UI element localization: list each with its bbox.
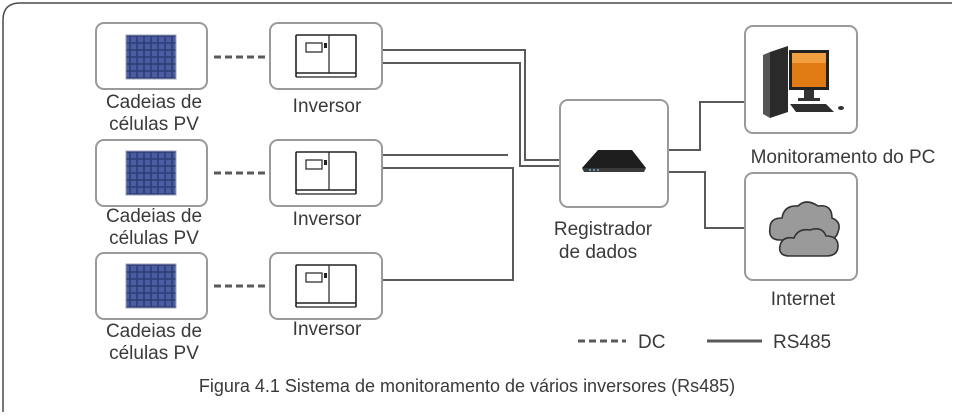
outer-frame — [2, 2, 952, 412]
pc-monitoring: Monitoramento do PC — [744, 25, 936, 168]
inverter-label: Inversor — [293, 319, 362, 340]
dc-connections — [214, 55, 270, 288]
datalogger-label-line1: Registrador — [554, 219, 653, 240]
inverter-1: Inversor — [269, 22, 383, 117]
inverter-2: Inversor — [269, 139, 383, 230]
legend-dc-label: DC — [638, 332, 665, 353]
pv-string-2: Cadeias de células PV — [95, 139, 208, 249]
pv-string-label-line1: Cadeias de — [106, 206, 202, 227]
inverter-icon — [295, 264, 357, 308]
pc-monitoring-label: Monitoramento do PC — [751, 147, 936, 168]
figure-caption: Figura 4.1 Sistema de monitoramento de v… — [199, 376, 735, 396]
inverter-3: Inversor — [269, 252, 383, 340]
inverter-label: Inversor — [293, 209, 362, 230]
inverter-icon — [295, 151, 357, 195]
legend-rs485-label: RS485 — [773, 332, 831, 353]
datalogger: Registrador de dados — [554, 99, 669, 263]
internet: Internet — [744, 172, 858, 310]
pv-string-1: Cadeias de células PV — [95, 22, 208, 135]
pv-string-label-line2: células PV — [109, 343, 199, 364]
datalogger-label-line2: de dados — [559, 242, 637, 263]
solar-panel-icon — [125, 34, 177, 80]
rs485-link-inverter-2-b — [382, 167, 514, 281]
rs485-link-inverter-1-a — [382, 49, 560, 161]
legend: DC RS485 — [578, 332, 831, 353]
solar-panel-icon — [125, 263, 177, 309]
rs485-link-inverter-1-b — [382, 62, 560, 167]
solar-panel-icon — [125, 150, 177, 196]
pv-string-label-line2: células PV — [109, 228, 199, 249]
pv-string-label-line2: células PV — [109, 114, 199, 135]
pv-string-3: Cadeias de células PV — [95, 252, 208, 364]
pv-string-label-line1: Cadeias de — [106, 321, 202, 342]
pv-string-label-line1: Cadeias de — [106, 92, 202, 113]
inverter-label: Inversor — [293, 96, 362, 117]
link-datalogger-pc — [668, 101, 745, 151]
internet-label: Internet — [771, 289, 836, 310]
link-datalogger-internet — [668, 171, 745, 229]
inverter-icon — [295, 34, 357, 78]
rs485-connections — [382, 49, 745, 281]
datalogger-icon — [582, 150, 646, 172]
computer-icon — [763, 46, 844, 118]
cloud-icon — [768, 201, 840, 257]
